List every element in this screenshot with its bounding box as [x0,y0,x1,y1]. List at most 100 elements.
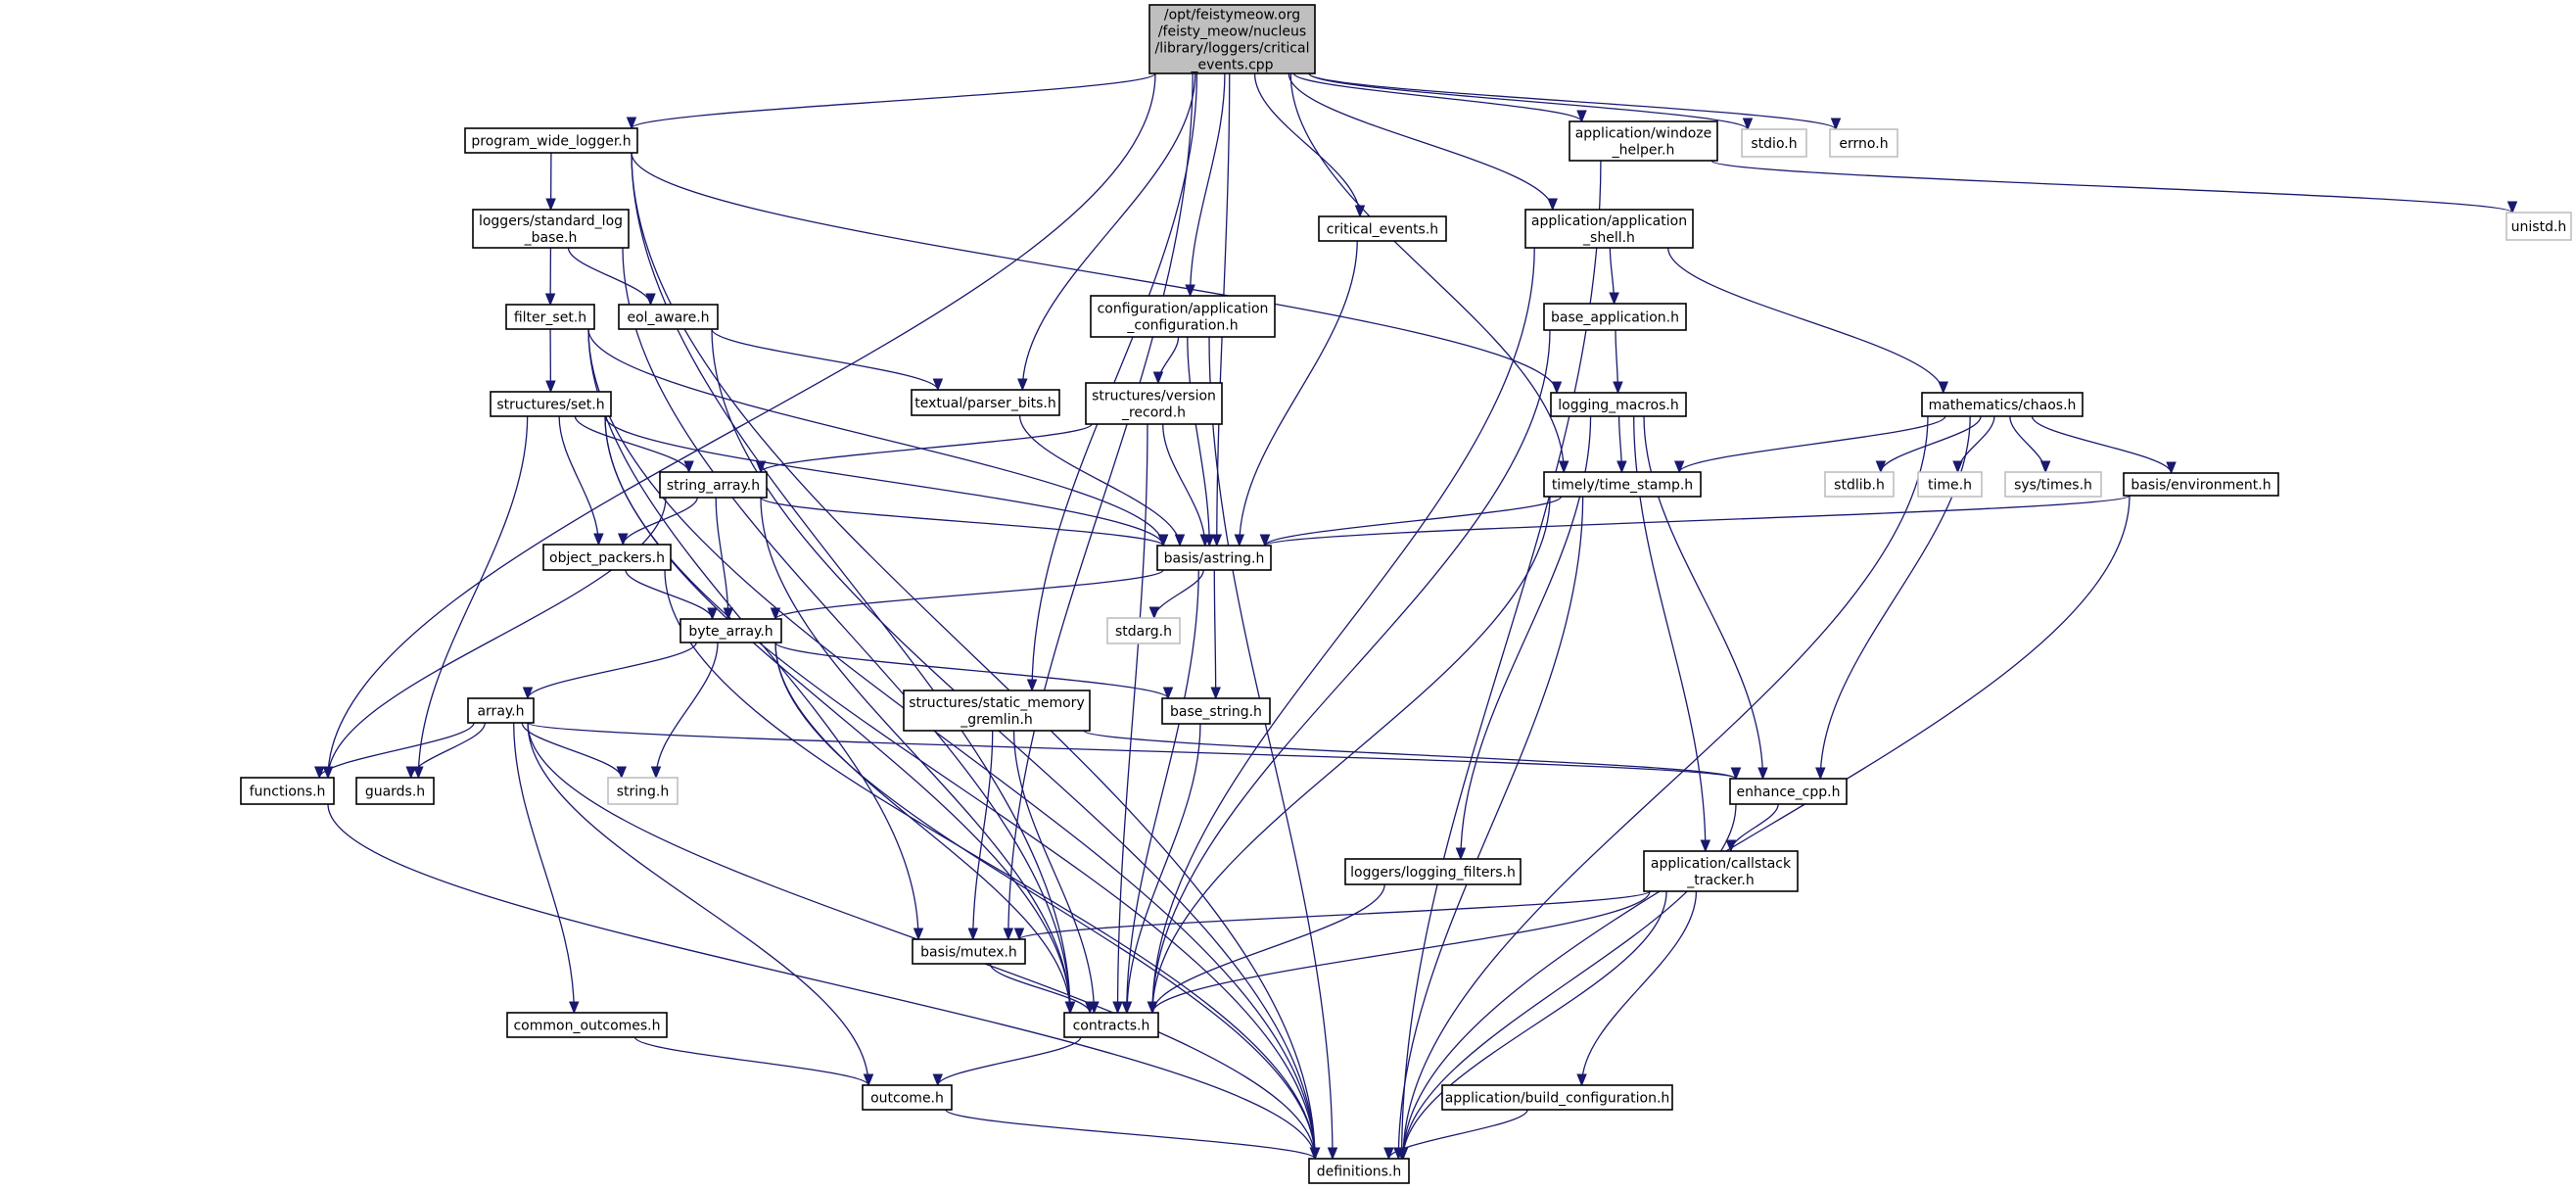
node-byte-array[interactable]: byte_array.h [679,618,782,643]
arrowhead-chaos-to-time_stamp [1673,460,1685,474]
edge-chaos-to-stdlib [1880,415,1982,473]
node-parser-bits[interactable]: textual/parser_bits.h [911,389,1060,416]
node-errno[interactable]: errno.h [1829,128,1898,158]
node-box [505,304,595,330]
edge-byte_array-to-definitions [774,642,1316,1160]
node-array[interactable]: array.h [467,697,535,724]
node-box [1643,850,1799,892]
node-box [1308,1158,1410,1184]
node-box [506,1012,668,1038]
arrowhead-array-to-string_h [616,766,627,780]
node-astring[interactable]: basis/astring.h [1156,545,1272,571]
node-stdio[interactable]: stdio.h [1741,128,1807,158]
arrowhead-string_array-to-astring [1157,534,1169,547]
node-label: basis/astring.h [1164,550,1265,566]
node-outcome[interactable]: outcome.h [862,1084,953,1111]
node-base-string[interactable]: base_string.h [1161,697,1271,725]
node-stdlib[interactable]: stdlib.h [1824,471,1895,498]
node-base-application[interactable]: base_application.h [1543,303,1687,331]
node-box [2506,212,2572,241]
node-label: unistd.h [2511,219,2567,235]
node-filter-set[interactable]: filter_set.h [505,304,595,330]
node-box [1085,382,1223,425]
arrowhead-critical_events_h-to-astring [1234,534,1245,547]
node-time-h[interactable]: time.h [1917,471,1983,498]
node-sys-times[interactable]: sys/times.h [2004,471,2102,498]
node-box [1090,295,1276,338]
arrowhead-chaos-to-sys_times [2039,460,2051,474]
arrowhead-set-to-object_packers [593,533,604,547]
edge-set-to-guards [417,415,529,779]
node-set[interactable]: structures/set.h [490,391,612,417]
arrowhead-callstack_tracker-to-build_configuration [1576,1073,1587,1087]
node-definitions[interactable]: definitions.h [1308,1158,1410,1184]
edge-version_record-to-contracts [1116,423,1148,1014]
node-time-stamp[interactable]: timely/time_stamp.h [1543,471,1702,498]
node-program-wide-logger[interactable]: program_wide_logger.h [464,127,638,154]
edges-layer [313,72,2518,1161]
arrowhead-application_shell-to-chaos [1938,381,1949,395]
node-enhance-cpp[interactable]: enhance_cpp.h [1729,778,1848,805]
nodes-layer: /opt/feistymeow.org/feisty_meow/nucleus/… [240,4,2572,1184]
node-logging-filters[interactable]: loggers/logging_filters.h [1344,858,1522,885]
edge-astring-to-contracts [1126,569,1199,1014]
node-label: stdio.h [1751,136,1797,152]
node-chaos[interactable]: mathematics/chaos.h [1921,392,2084,417]
node-mutex[interactable]: basis/mutex.h [912,938,1026,965]
node-logging-macros[interactable]: logging_macros.h [1550,392,1687,417]
node-standard-log-base[interactable]: loggers/standard_log_base.h [472,209,630,249]
node-static-memory-gremlin[interactable]: structures/static_memory_gremlin.h [903,690,1091,732]
arrowhead-app_config-to-version_record [1152,371,1164,385]
arrowhead-outcome-to-definitions [1309,1147,1321,1161]
node-functions[interactable]: functions.h [240,777,335,805]
node-common-outcomes[interactable]: common_outcomes.h [506,1012,668,1038]
node-windoze-helper[interactable]: application/windoze_helper.h [1569,120,1718,162]
node-callstack-tracker[interactable]: application/callstack_tracker.h [1643,850,1799,892]
node-eol-aware[interactable]: eol_aware.h [618,304,719,330]
arrowhead-root-to-stdio [1742,118,1754,131]
edge-string_array-to-contracts [760,497,1071,1014]
node-app-config[interactable]: configuration/application_configuration.… [1090,295,1276,338]
node-application-shell[interactable]: application/application_shell.h [1524,209,1694,249]
node-build-configuration[interactable]: application/build_configuration.h [1441,1084,1673,1111]
node-label: application/callstack [1651,856,1792,872]
node-box [1063,1012,1159,1038]
node-label: string.h [617,784,670,799]
edge-root-to-parser_bits [1021,72,1196,391]
arrowhead-parser_bits-to-astring [1174,534,1186,547]
node-stdarg[interactable]: stdarg.h [1106,617,1181,644]
arrowhead-astring-to-stdarg [1148,606,1160,620]
node-string-array[interactable]: string_array.h [659,471,768,499]
edge-set-to-astring [604,415,1164,547]
edge-base_string-to-contracts [1126,723,1201,1014]
edge-byte_array-to-contracts [774,642,1071,1014]
node-contracts[interactable]: contracts.h [1063,1012,1159,1038]
node-environment[interactable]: basis/environment.h [2123,472,2279,497]
node-box [1156,545,1272,571]
edge-array-to-string_h [521,722,623,779]
edge-common_outcomes-to-outcome [633,1036,869,1086]
edge-critical_events_h-to-astring [1239,240,1358,547]
node-box [1921,392,2084,417]
edge-astring-to-base_string [1213,569,1217,699]
arrowhead-byte_array-to-array [522,687,534,700]
node-version-record[interactable]: structures/version_record.h [1085,382,1223,425]
node-box [355,777,435,805]
arrowhead-set-to-string_array [683,460,694,474]
node-label: textual/parser_bits.h [914,396,1055,411]
node-string-h[interactable]: string.h [607,777,679,805]
edge-contracts-to-outcome [937,1036,1082,1086]
node-guards[interactable]: guards.h [355,777,435,805]
edge-array-to-common_outcomes [513,722,575,1014]
node-label: /library/loggers/critical [1155,40,1310,56]
node-critical-events-h[interactable]: critical_events.h [1318,215,1447,242]
node-label: guards.h [365,784,425,799]
node-box [1824,471,1895,498]
node-unistd[interactable]: unistd.h [2506,212,2572,241]
arrowhead-version_record-to-contracts [1112,1001,1123,1015]
node-object-packers[interactable]: object_packers.h [542,544,672,571]
arrowhead-contracts-to-outcome [932,1073,944,1087]
edge-callstack_tracker-to-build_configuration [1580,890,1698,1086]
edge-astring-to-byte_array [774,569,1164,620]
